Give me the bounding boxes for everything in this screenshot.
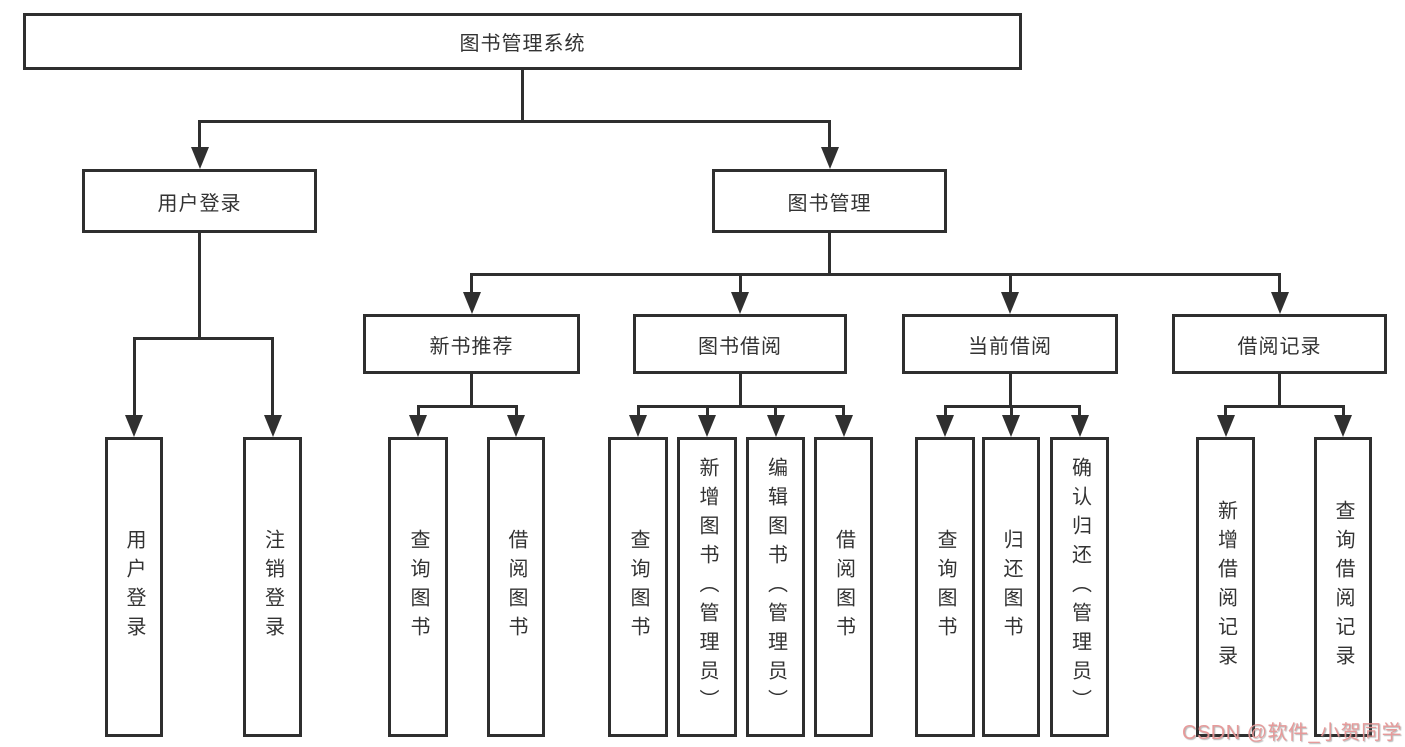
connector-line (1008, 374, 1012, 408)
connector-line (705, 405, 709, 419)
connector-line (132, 337, 274, 340)
leaf-confirm-return-admin: 确认归还（管理员） (1050, 437, 1109, 737)
connector-line (1009, 405, 1013, 419)
leaf-query-borrow-record: 查询借阅记录 (1314, 437, 1372, 737)
leaf-edit-book-admin: 编辑图书（管理员） (746, 437, 805, 737)
arrowhead-down-icon (1001, 292, 1019, 314)
connector-line (1224, 405, 1227, 419)
connector-line (132, 337, 136, 417)
connector-line (514, 405, 518, 419)
node-label: 用户登录 (123, 529, 145, 645)
node-label: 用户登录 (157, 192, 242, 215)
arrowhead-down-icon (834, 415, 853, 437)
arrowhead-down-icon (190, 147, 209, 169)
connector-line (828, 233, 831, 276)
arrowhead-down-icon (731, 292, 749, 314)
arrowhead-down-icon (462, 292, 481, 314)
csdn-watermark: CSDN @软件_小贺同学 (1182, 722, 1403, 744)
arrowhead-down-icon (766, 415, 785, 437)
node-library-management-system: 图书管理系统 (23, 13, 1022, 70)
connector-line (943, 405, 947, 419)
node-label: 注销登录 (261, 529, 284, 645)
arrowhead-down-icon (125, 415, 143, 437)
connector-line (470, 273, 473, 296)
leaf-borrow-books: 借阅图书 (814, 437, 873, 737)
connector-line (470, 374, 473, 408)
connector-line (738, 374, 742, 408)
arrowhead-down-icon (1270, 292, 1289, 314)
connector-line (636, 405, 845, 408)
leaf-add-borrow-record: 新增借阅记录 (1196, 437, 1255, 737)
node-new-book-recommendation: 新书推荐 (363, 314, 580, 374)
arrowhead-down-icon (820, 147, 839, 169)
leaf-query-books: 查询图书 (915, 437, 975, 737)
connector-line (1008, 273, 1012, 296)
node-label: 查询图书 (627, 529, 649, 645)
arrowhead-down-icon (936, 415, 954, 437)
arrowhead-down-icon (1334, 415, 1352, 437)
node-label: 借阅图书 (505, 529, 527, 645)
node-borrowing-records: 借阅记录 (1172, 314, 1387, 374)
connector-line (1341, 405, 1345, 419)
connector-line (416, 405, 518, 408)
arrowhead-down-icon (1216, 415, 1235, 437)
leaf-logout: 注销登录 (243, 437, 302, 737)
node-label: 借阅图书 (832, 529, 855, 645)
connector-line (774, 405, 777, 419)
node-label: 查询借阅记录 (1332, 500, 1354, 674)
connector-line (198, 233, 201, 340)
node-current-borrowing: 当前借阅 (902, 314, 1118, 374)
leaf-query-books: 查询图书 (388, 437, 448, 737)
connector-line (828, 120, 831, 150)
node-label: 查询图书 (407, 529, 429, 645)
node-label: 图书借阅 (698, 335, 782, 358)
arrowhead-down-icon (409, 415, 427, 437)
node-label: 查询图书 (934, 529, 956, 645)
node-label: 图书管理 (787, 192, 872, 215)
arrowhead-down-icon (263, 415, 282, 437)
node-label: 确认归还（管理员） (1068, 456, 1091, 718)
arrowhead-down-icon (1002, 415, 1020, 437)
connector-line (1078, 405, 1081, 419)
arrowhead-down-icon (629, 415, 647, 437)
leaf-user-login: 用户登录 (105, 437, 163, 737)
connector-line (521, 70, 524, 122)
connector-line (1278, 374, 1281, 408)
connector-line (1224, 405, 1345, 408)
connector-line (1278, 273, 1281, 296)
connector-line (738, 273, 742, 296)
node-label: 借阅记录 (1237, 335, 1322, 358)
connector-line (842, 405, 845, 419)
arrowhead-down-icon (1070, 415, 1089, 437)
leaf-borrow-books: 借阅图书 (487, 437, 545, 737)
leaf-query-books: 查询图书 (608, 437, 668, 737)
connector-line (198, 120, 831, 123)
node-label: 编辑图书（管理员） (764, 456, 787, 718)
node-user-login: 用户登录 (82, 169, 317, 233)
node-label: 新书推荐 (429, 335, 514, 358)
connector-line (198, 120, 201, 150)
node-book-borrowing: 图书借阅 (633, 314, 847, 374)
connector-line (416, 405, 420, 419)
node-label: 当前借阅 (968, 335, 1052, 358)
leaf-return-book: 归还图书 (982, 437, 1040, 737)
node-label: 归还图书 (1000, 529, 1022, 645)
node-label: 新增借阅记录 (1214, 500, 1237, 674)
connector-line (271, 337, 274, 417)
connector-line (636, 405, 640, 419)
leaf-add-book-admin: 新增图书（管理员） (677, 437, 737, 737)
node-label: 新增图书（管理员） (696, 456, 718, 718)
arrowhead-down-icon (507, 415, 525, 437)
node-book-management: 图书管理 (712, 169, 947, 233)
node-label: 图书管理系统 (459, 33, 586, 55)
arrowhead-down-icon (698, 415, 716, 437)
connector-line (470, 273, 1281, 276)
